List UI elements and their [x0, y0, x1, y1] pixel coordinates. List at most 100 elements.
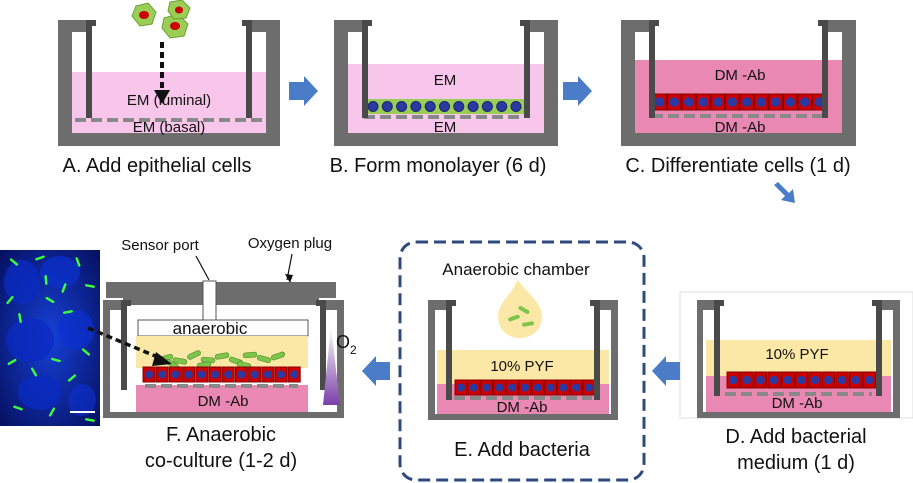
cell-nucleus — [481, 101, 493, 112]
cell-nucleus — [277, 370, 285, 379]
cell-nucleus — [669, 97, 679, 107]
fluorescent-bacterium — [30, 367, 38, 377]
cell-nucleus — [508, 383, 517, 392]
cell-nucleus — [439, 101, 450, 112]
insert-wall-left — [649, 20, 659, 118]
luminal-medium-label: EM (luminal) — [127, 92, 211, 109]
caption-d-line1: D. Add bacterial — [725, 426, 866, 448]
panel-a: EM (luminal) EM (basal) A. Add epithelia… — [58, 0, 280, 177]
cell-nucleus — [410, 101, 422, 112]
caption-c: C. Differentiate cells (1 d) — [625, 155, 850, 177]
oxygen-plug-label: Oxygen plug — [248, 235, 332, 252]
fluorescent-bacterium — [51, 357, 61, 363]
cell-nucleus — [824, 375, 833, 385]
caption-a: A. Add epithelial cells — [62, 155, 251, 177]
cell-nucleus — [381, 101, 393, 112]
fluorescent-bacterium — [67, 374, 77, 382]
cell-nucleus — [771, 97, 781, 107]
cell-nucleus — [457, 383, 465, 392]
top-medium-label: EM — [434, 72, 457, 89]
insert-wall-left — [362, 20, 372, 118]
cell-nucleus — [211, 370, 219, 379]
bacterium — [242, 351, 258, 359]
cell-nucleus — [769, 375, 779, 385]
bottom-medium-label: DM -Ab — [198, 393, 249, 410]
caption-f-line1: F. Anaerobic — [166, 424, 276, 446]
cell-nucleus — [171, 370, 180, 379]
cell-nucleus — [482, 383, 491, 392]
cell-nucleus — [496, 101, 508, 112]
cell-nucleus — [837, 375, 847, 385]
cell-nucleus — [224, 370, 233, 379]
panel-e: Anaerobic chamber 10% PYF DM -Ab E. Add … — [398, 240, 646, 482]
cell-nucleus — [797, 375, 806, 385]
cell-nucleus — [655, 97, 665, 107]
fluorescent-bacterium — [18, 313, 22, 323]
oxygen-gradient-icon — [323, 326, 340, 405]
bacterium — [256, 355, 272, 363]
basal-medium-label: EM (basal) — [133, 119, 206, 136]
cell-nucleus — [783, 375, 792, 385]
cell-nucleus — [742, 97, 752, 107]
arrow-down-icon — [774, 182, 795, 203]
cell-nucleus — [800, 97, 810, 107]
caption-d-line2: medium (1 d) — [737, 452, 855, 474]
bottom-medium-label: DM -Ab — [715, 119, 766, 136]
arrow-right-icon — [563, 76, 592, 106]
insert-wall-left — [446, 300, 456, 400]
cell-nucleus — [713, 97, 723, 107]
arrow-right-icon — [289, 76, 318, 106]
cell-nucleus — [453, 101, 465, 112]
arrow-left-icon — [362, 356, 390, 386]
cell-nucleus — [742, 375, 752, 385]
fluorescent-bacterium — [48, 407, 56, 417]
panel-b: EM EM B. Form monolayer (6 d) — [330, 20, 558, 177]
cell-nucleus — [684, 97, 694, 107]
bottom-medium-label: DM -Ab — [772, 395, 823, 412]
caption-f-line2: co-culture (1-2 d) — [145, 450, 297, 472]
cell-nucleus — [510, 101, 522, 112]
insert-wall-right — [590, 300, 600, 400]
cell-nucleus — [250, 370, 259, 379]
arrow-left-icon — [652, 356, 680, 386]
insert-wall-right — [872, 300, 882, 396]
cell-nucleus — [756, 97, 766, 107]
cell-nucleus — [698, 97, 708, 107]
chamber-label: Anaerobic chamber — [442, 260, 590, 279]
insert-wall-right — [818, 20, 828, 118]
fluorescent-bacterium — [45, 296, 55, 304]
insert-wall-right — [242, 20, 252, 118]
fluorescent-bacterium — [35, 255, 45, 261]
differentiated-cells — [142, 366, 301, 383]
insert-wall-right — [520, 20, 530, 118]
bottom-medium-label: DM -Ab — [497, 399, 548, 416]
fluorescent-bacterium — [9, 258, 19, 266]
cell-nucleus — [533, 383, 542, 392]
differentiated-cells — [454, 379, 596, 396]
microscopy-image — [0, 250, 100, 426]
cell-nucleus — [572, 383, 581, 392]
cell-nucleus — [810, 375, 820, 385]
cell-nucleus — [495, 383, 504, 392]
oxygen-label: O2 — [336, 332, 357, 357]
cell-nucleus — [184, 370, 193, 379]
cell-nucleus — [197, 370, 206, 379]
insert-wall-left — [86, 20, 96, 118]
panel-c: DM -Ab DM -Ab C. Differentiate cells (1 … — [621, 20, 856, 177]
monolayer-cells — [367, 101, 522, 112]
oxygen-plug — [106, 282, 336, 298]
well-wall — [621, 20, 856, 146]
fluorescent-bacterium — [13, 405, 23, 411]
fluorescent-bacterium — [75, 257, 81, 267]
cell-nucleus — [585, 383, 593, 392]
fluorescent-bacterium — [44, 275, 48, 285]
cell-nucleus — [729, 375, 738, 385]
sensor-port-label: Sensor port — [121, 237, 199, 254]
cell-nucleus — [851, 375, 860, 385]
cell-nucleus — [237, 370, 246, 379]
cell-nucleus — [396, 101, 408, 112]
cell-nucleus — [865, 375, 874, 385]
fluorescent-bacterium — [61, 283, 67, 293]
epithelial-cell-icon — [131, 2, 157, 27]
insert-wall-left — [714, 300, 724, 396]
